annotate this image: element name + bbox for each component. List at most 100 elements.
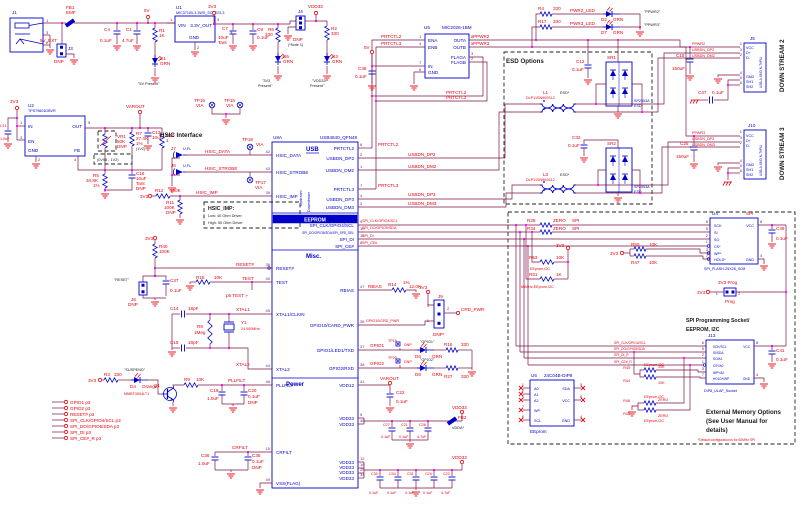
schematic-text: 3V3 (419, 285, 428, 290)
schematic-text: SPI_DO/GPIO5/SDA p3 (70, 424, 119, 429)
schematic-text: 10K (196, 377, 205, 382)
net-terminal (152, 235, 158, 241)
schematic-text: 4.7uF (417, 435, 427, 439)
schematic-text: 41 (360, 379, 365, 384)
schematic-text: MIC2026-1BM (442, 25, 472, 30)
schematic-text: p5 TEST » (226, 293, 248, 298)
capacitor-symbol (768, 350, 776, 355)
schematic-text: ENB (428, 45, 437, 50)
wire (632, 83, 643, 112)
wire (583, 139, 619, 148)
wire (576, 141, 740, 186)
net-terminal (14, 105, 20, 111)
schematic-text: Misc. (306, 254, 321, 260)
resistor-symbol (195, 278, 211, 286)
spi-socket-title: SPI Programming Socket/ (686, 318, 750, 324)
schematic-text: EN (28, 139, 34, 144)
schematic-text: 9 (360, 219, 363, 224)
schematic-text: U2 (28, 103, 34, 108)
wire (469, 46, 740, 137)
schematic-text: DNP (252, 465, 262, 470)
resistor-symbol (274, 27, 282, 43)
testpoint-pad (395, 358, 401, 364)
no-connect-x (518, 391, 524, 397)
schematic-text: USB-A-SMD N-THRU (759, 144, 763, 176)
schematic-text: USBDN_DP2 (692, 48, 714, 52)
resistor-symbol (633, 252, 647, 260)
wire (148, 379, 162, 395)
schematic-text: 2 (38, 157, 41, 162)
capacitor-symbol (709, 96, 713, 104)
ground-symbol (186, 285, 194, 291)
schematic-text: 8 (756, 340, 759, 345)
schematic-text: XTAL2 (276, 367, 290, 372)
ground-symbol (46, 49, 54, 55)
schematic-text: R47 (631, 260, 640, 265)
schematic-text: TP15 (224, 98, 235, 103)
schematic-text: DNP (293, 37, 303, 42)
net-terminal (211, 10, 217, 16)
ground-symbol (690, 163, 698, 169)
schematic-text: VCC (562, 399, 570, 403)
schematic-text: C36 (201, 453, 210, 458)
schematic-text: VDD33 (339, 476, 354, 481)
testpoint-via (246, 176, 254, 184)
schematic-text: HSIC_DATA (276, 153, 302, 158)
schematic-text: D8 (415, 372, 421, 377)
resistor-symbol (158, 133, 166, 149)
schematic-text: 0.1uF (405, 491, 415, 495)
schematic-text: C47 (698, 90, 707, 95)
schematic-text: C37 (170, 278, 179, 283)
schematic-text: "PPWR3" (644, 23, 661, 27)
schematic-text: SH2 (746, 85, 753, 89)
resistor-symbol (445, 346, 459, 354)
schematic-text: 3V3 (697, 290, 706, 295)
schematic-text: details) (706, 427, 728, 434)
wire (155, 275, 167, 280)
wire (358, 320, 434, 326)
net-terminal (137, 109, 143, 115)
schematic-text: FB1 (66, 5, 75, 10)
net-terminal (313, 10, 319, 16)
schematic-text: 1.0uF (207, 396, 219, 401)
schematic-text: 5V (364, 45, 371, 50)
capacitor-symbol (144, 132, 152, 137)
schematic-text: "GPIO2" (420, 358, 435, 362)
wire (717, 74, 740, 77)
schematic-text: 47 (360, 284, 365, 289)
ground-symbol (412, 293, 420, 299)
resistor-symbol (643, 399, 657, 407)
schematic-text: EEprom,I2C (644, 419, 664, 423)
schematic-text: ESD* (560, 91, 570, 95)
schematic-text: 0.1uF (387, 491, 397, 495)
capacitor-symbol (218, 391, 226, 396)
resistor-symbol (151, 243, 159, 259)
inversion-bubble (706, 244, 711, 248)
schematic-text: TP18 (242, 137, 253, 142)
schematic-text: 2 (447, 306, 450, 311)
schematic-text: 6 (706, 219, 709, 224)
schematic-text: OUTA (454, 38, 467, 43)
junction-dot (15, 124, 19, 128)
schematic-text: 3 (522, 394, 525, 399)
schematic-text: 330 (265, 32, 273, 37)
schematic-text: R4 (538, 6, 544, 11)
wire (632, 169, 641, 193)
ground-symbol (70, 59, 78, 65)
schematic-text: USBDN_DP2 (408, 152, 436, 157)
schematic-text: C24 (425, 472, 432, 476)
schematic-text: VR1 (117, 134, 126, 139)
capacitor-symbol (244, 456, 252, 461)
ground-symbol (714, 78, 722, 84)
schematic-text: 0.1uF (252, 459, 264, 464)
chassis-ground-symbol (689, 99, 699, 104)
schematic-text: 10K (556, 255, 565, 260)
schematic-text: SPI_DO/GPIO5/SDA (362, 226, 397, 230)
schematic-text: VDD33 (339, 470, 354, 475)
schematic-text: 3 (471, 51, 474, 56)
ground-symbol (614, 113, 622, 119)
capacitor-symbol (388, 427, 396, 432)
schematic-text: TEST (242, 276, 254, 281)
resistor-symbol (643, 373, 657, 381)
